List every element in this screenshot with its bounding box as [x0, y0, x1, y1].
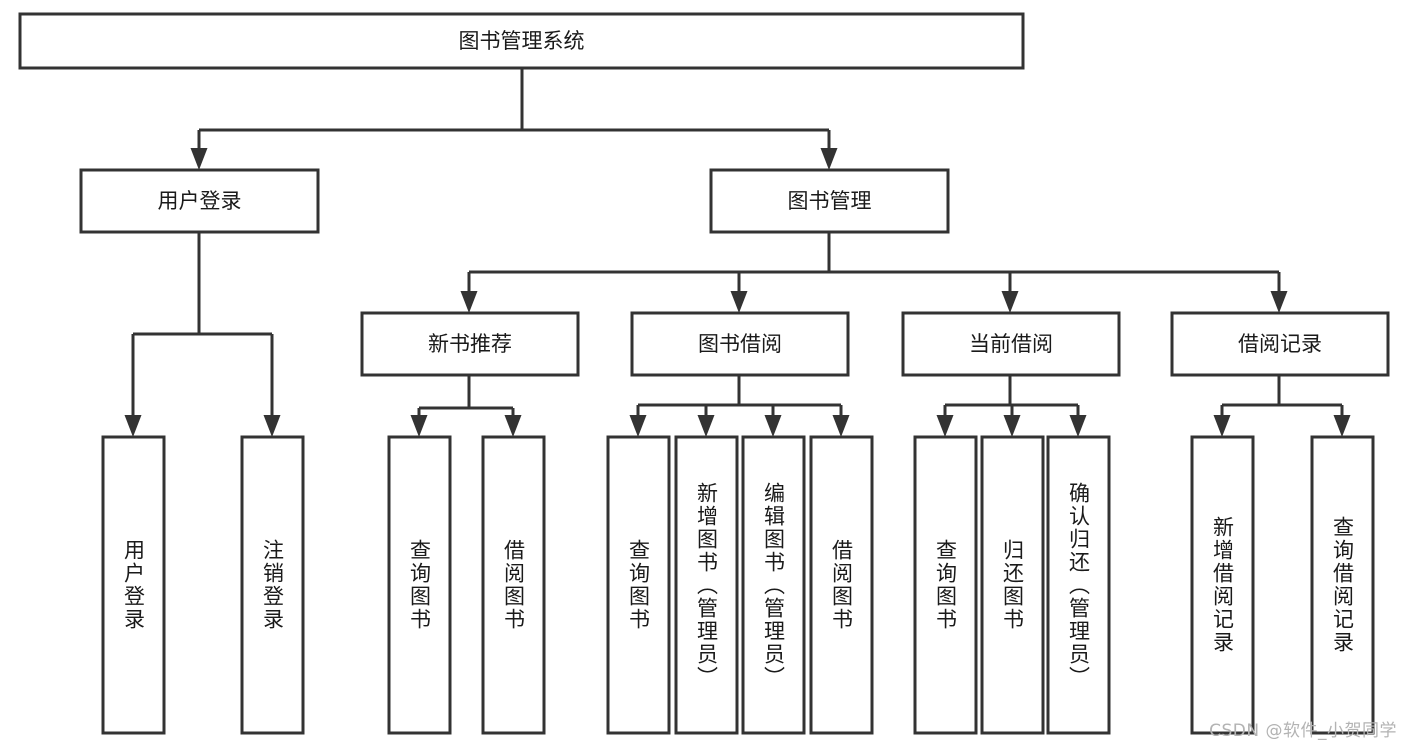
- node-box-leaf-user-logout[interactable]: [240, 435, 305, 735]
- node-label-current: 当前借阅: [969, 332, 1053, 356]
- node-leaf-record-add[interactable]: [1190, 435, 1255, 735]
- node-leaf-borrow-lend[interactable]: [809, 435, 874, 735]
- node-leaf-newbook-query[interactable]: [387, 435, 452, 735]
- node-newbook[interactable]: 新书推荐: [360, 311, 580, 377]
- node-box-records[interactable]: [1170, 311, 1390, 377]
- node-label-leaf-borrow-edit: 编辑图书（管理员）: [761, 481, 786, 689]
- connector-arrow-head: [1001, 291, 1019, 313]
- node-label-leaf-current-return: 归还图书: [1000, 539, 1025, 631]
- connector-arrow-head: [629, 415, 647, 437]
- node-box-leaf-current-return[interactable]: [980, 435, 1045, 735]
- node-current[interactable]: 当前借阅: [901, 311, 1121, 377]
- node-leaf-borrow-query[interactable]: [606, 435, 671, 735]
- connector-arrow-head: [697, 415, 715, 437]
- node-leaf-borrow-add[interactable]: [674, 435, 739, 735]
- node-label-leaf-record-query: 查询借阅记录: [1330, 516, 1355, 654]
- node-box-leaf-newbook-borrow[interactable]: [481, 435, 546, 735]
- node-borrow[interactable]: 图书借阅: [630, 311, 850, 377]
- connector-arrow-head: [124, 415, 142, 437]
- watermark-label: CSDN @软件_小贺同学: [1209, 721, 1397, 741]
- node-label-borrow: 图书借阅: [698, 332, 782, 356]
- node-label-leaf-borrow-lend: 借阅图书: [829, 539, 854, 631]
- node-box-leaf-borrow-lend[interactable]: [809, 435, 874, 735]
- node-box-leaf-record-query[interactable]: [1310, 435, 1375, 735]
- connector-arrow-head: [460, 291, 478, 313]
- node-label-leaf-user-login: 用户登录: [121, 539, 146, 631]
- node-login[interactable]: 用户登录: [79, 168, 320, 234]
- node-records[interactable]: 借阅记录: [1170, 311, 1390, 377]
- node-box-login[interactable]: [79, 168, 320, 234]
- node-box-leaf-borrow-query[interactable]: [606, 435, 671, 735]
- node-label-records: 借阅记录: [1238, 332, 1322, 356]
- connector-arrow-head: [1003, 415, 1021, 437]
- node-label-leaf-user-logout: 注销登录: [260, 539, 285, 631]
- node-box-leaf-user-login[interactable]: [101, 435, 166, 735]
- node-label-bookmgmt: 图书管理: [788, 189, 872, 213]
- node-label-leaf-newbook-query: 查询图书: [407, 539, 432, 631]
- node-box-leaf-borrow-edit[interactable]: [741, 435, 806, 735]
- node-label-login: 用户登录: [158, 189, 242, 213]
- connector-arrow-head: [764, 415, 782, 437]
- node-box-leaf-newbook-query[interactable]: [387, 435, 452, 735]
- connector-arrow-head: [263, 415, 281, 437]
- node-leaf-current-query[interactable]: [913, 435, 978, 735]
- connector-arrow-head: [504, 415, 522, 437]
- node-bookmgmt[interactable]: 图书管理: [709, 168, 950, 234]
- connector-arrow-head: [1270, 291, 1288, 313]
- connector-arrow-head: [1333, 415, 1351, 437]
- node-box-borrow[interactable]: [630, 311, 850, 377]
- connector-arrow-head: [832, 415, 850, 437]
- node-box-current[interactable]: [901, 311, 1121, 377]
- node-label-newbook: 新书推荐: [428, 332, 512, 356]
- connector-arrow-head: [936, 415, 954, 437]
- node-box-leaf-borrow-add[interactable]: [674, 435, 739, 735]
- connector-arrow-head: [1069, 415, 1087, 437]
- node-leaf-current-confirm[interactable]: [1046, 435, 1111, 735]
- node-box-root[interactable]: [18, 12, 1025, 70]
- node-label-leaf-current-query: 查询图书: [933, 539, 958, 631]
- connector-arrow-head: [730, 291, 748, 313]
- node-leaf-newbook-borrow[interactable]: [481, 435, 546, 735]
- node-box-leaf-current-query[interactable]: [913, 435, 978, 735]
- node-leaf-user-logout[interactable]: [240, 435, 305, 735]
- node-box-bookmgmt[interactable]: [709, 168, 950, 234]
- node-root[interactable]: 图书管理系统: [18, 12, 1025, 70]
- node-label-leaf-record-add: 新增借阅记录: [1210, 516, 1235, 654]
- node-leaf-current-return[interactable]: [980, 435, 1045, 735]
- connector-arrow-head: [820, 148, 838, 170]
- node-leaf-record-query[interactable]: [1310, 435, 1375, 735]
- connector-arrow-head: [190, 148, 208, 170]
- node-label-leaf-current-confirm: 确认归还（管理员）: [1066, 481, 1091, 689]
- node-box-leaf-record-add[interactable]: [1190, 435, 1255, 735]
- node-label-leaf-borrow-add: 新增图书（管理员）: [694, 481, 719, 689]
- node-label-leaf-borrow-query: 查询图书: [626, 539, 651, 631]
- node-box-leaf-current-confirm[interactable]: [1046, 435, 1111, 735]
- node-label-leaf-newbook-borrow: 借阅图书: [501, 539, 526, 631]
- node-label-root: 图书管理系统: [459, 29, 585, 53]
- connector-arrow-head: [1213, 415, 1231, 437]
- node-box-newbook[interactable]: [360, 311, 580, 377]
- node-leaf-borrow-edit[interactable]: [741, 435, 806, 735]
- node-leaf-user-login[interactable]: [101, 435, 166, 735]
- connector-arrow-head: [410, 415, 428, 437]
- connector-layer: [124, 68, 1351, 437]
